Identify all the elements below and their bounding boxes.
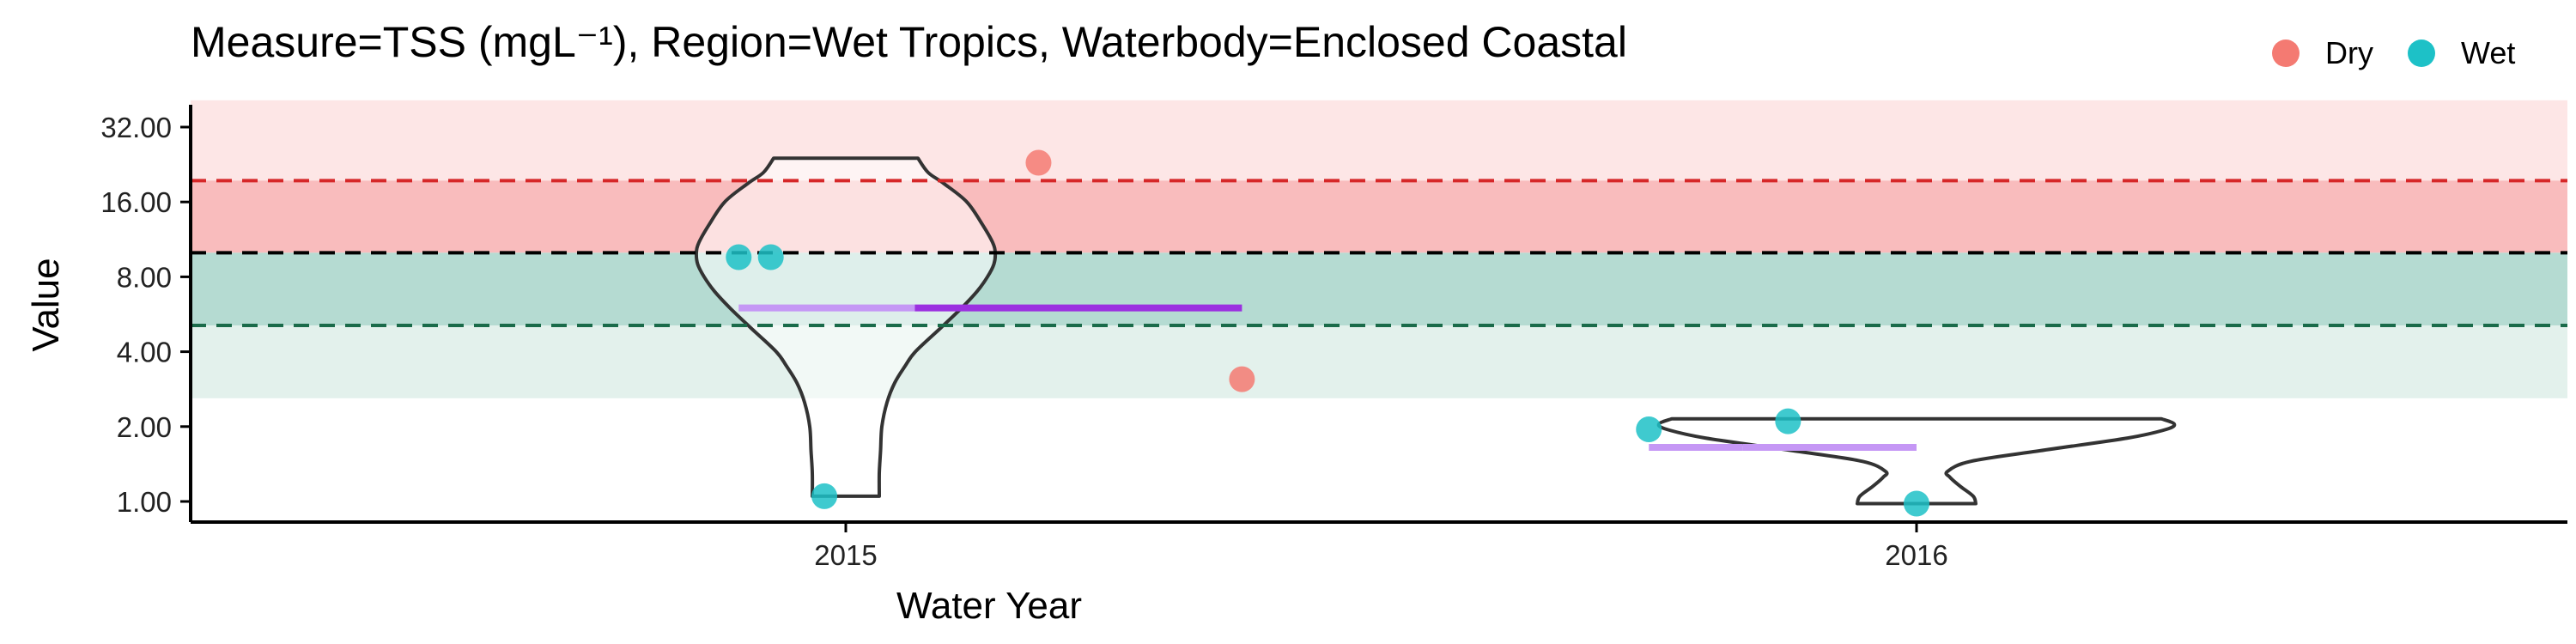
legend-label-wet: Wet (2461, 35, 2515, 70)
y-axis-label: Value (25, 258, 67, 351)
violin-2016 (1656, 416, 2177, 506)
summary-segments (738, 304, 1917, 452)
point-dry-4 (1229, 366, 1255, 392)
point-wet-1 (757, 244, 784, 270)
legend: Dry Wet (2272, 35, 2515, 70)
point-dry-3 (1025, 149, 1052, 176)
threshold-bands (191, 100, 2567, 398)
y-tick-label: 16.00 (100, 186, 172, 218)
point-wet-6 (1775, 408, 1801, 434)
point-wet-2 (811, 483, 838, 509)
y-tick-label: 1.00 (117, 486, 172, 518)
point-wet-5 (1636, 416, 1662, 442)
band-3 (191, 325, 2567, 398)
y-tick-label: 8.00 (117, 261, 172, 293)
chart-title: Measure=TSS (mgL⁻¹), Region=Wet Tropics,… (191, 18, 1627, 66)
x-tick-label: 2015 (814, 539, 877, 571)
legend-label-dry: Dry (2325, 35, 2373, 70)
point-wet-7 (1904, 490, 1929, 517)
x-tick-label: 2016 (1885, 539, 1947, 571)
axes: 1.00 2.00 4.00 8.00 16.00 32.00 2015 2016 (100, 105, 2567, 571)
data-points (726, 149, 1929, 517)
point-wet-0 (726, 244, 752, 270)
violin-2015 (694, 156, 998, 498)
legend-key-wet (2408, 39, 2435, 67)
x-axis-label: Water Year (896, 585, 1082, 627)
y-tick-label: 4.00 (117, 337, 172, 368)
band-2 (191, 252, 2567, 326)
band-0 (191, 100, 2567, 181)
legend-key-dry (2272, 39, 2300, 67)
band-1 (191, 180, 2567, 253)
y-tick-label: 2.00 (117, 411, 172, 443)
reference-lines (191, 179, 2567, 328)
y-tick-label: 32.00 (100, 112, 172, 143)
violins (694, 156, 2177, 506)
